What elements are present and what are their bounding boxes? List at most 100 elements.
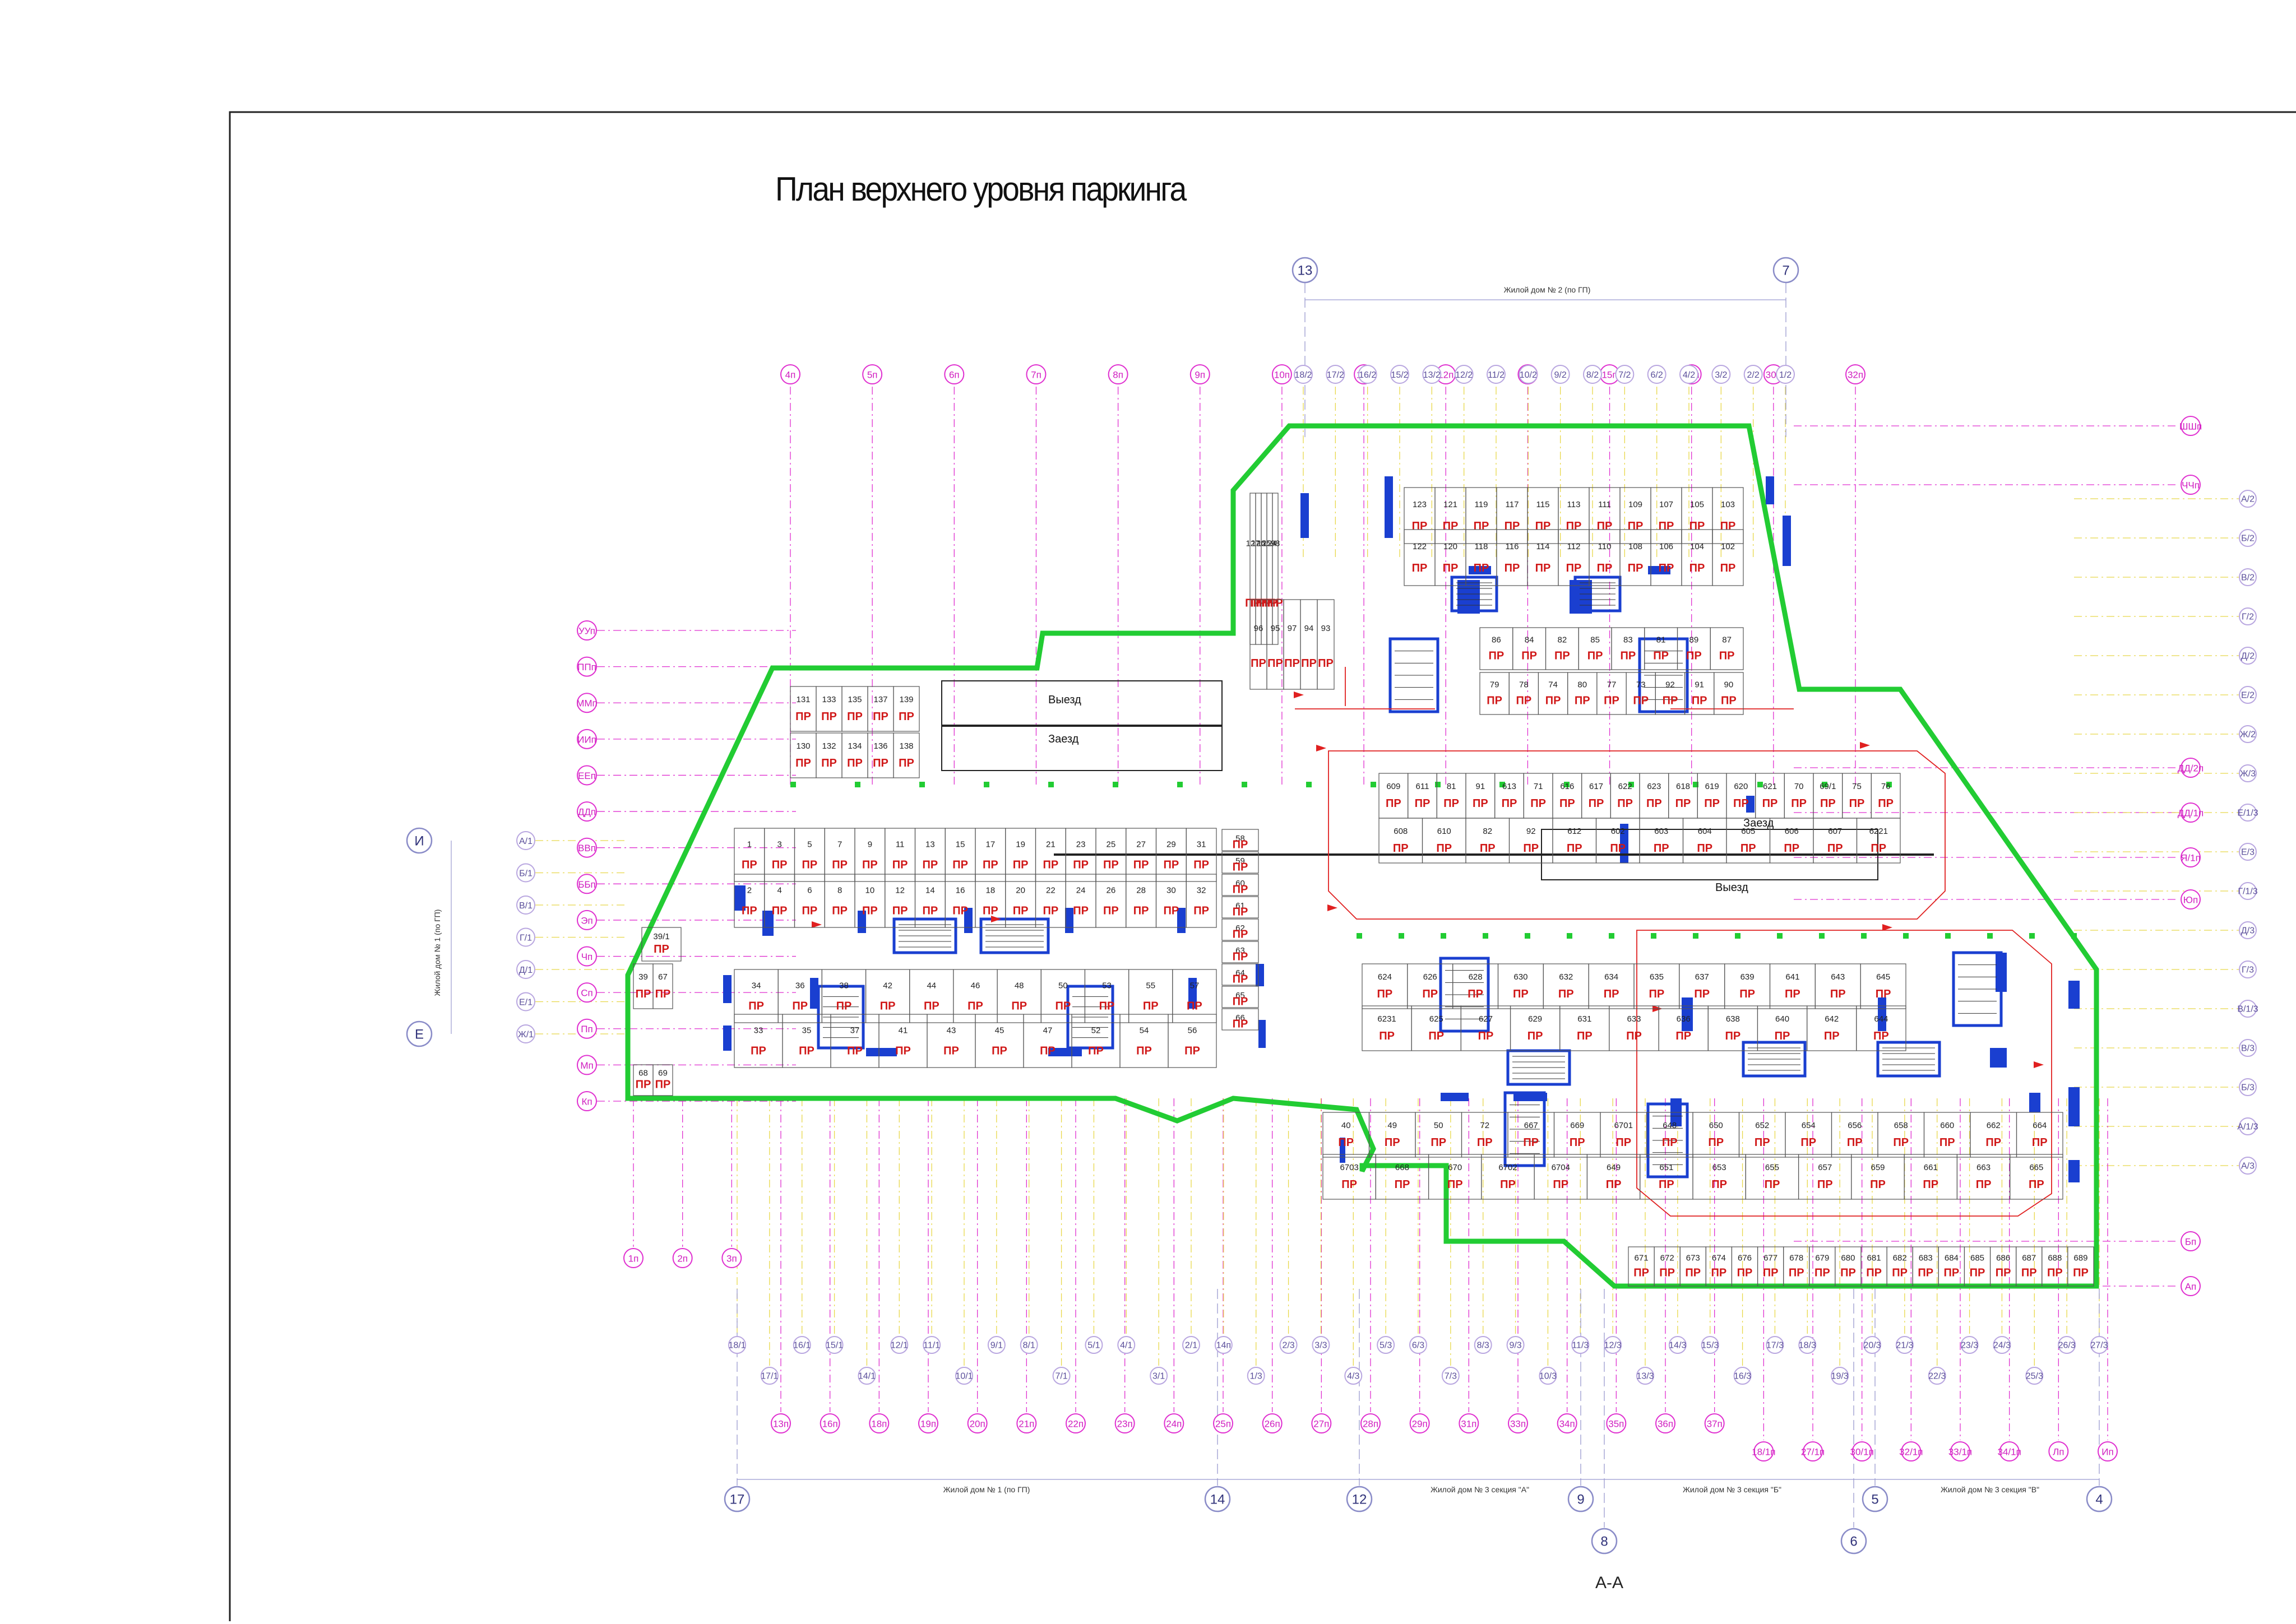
spot-pr-label: ПР: [1395, 1178, 1410, 1191]
axis-bubble: [2058, 1336, 2076, 1354]
spot-number: 650: [1709, 1121, 1723, 1130]
spot-pr-label: ПР: [1193, 904, 1209, 917]
spot-pr-label: ПР: [751, 1045, 766, 1057]
axis-label: Сп: [581, 988, 592, 999]
spot-number: 50: [1434, 1121, 1443, 1130]
axis-bubble: [1360, 1413, 1381, 1433]
spot-outline: [854, 828, 886, 882]
axis-label: 16/3: [1734, 1372, 1751, 1381]
axis-marker-bottom-13п: 13п: [771, 1413, 791, 1433]
axis-label: Чп: [581, 952, 593, 962]
axis-bubble: [2181, 802, 2201, 823]
axis-label: 23/3: [1961, 1341, 1978, 1351]
spot-number: 107: [1659, 500, 1673, 509]
axis-bubble: [516, 863, 535, 883]
spot-pr-label: ПР: [1103, 904, 1119, 917]
axis-label: 3/1: [1152, 1372, 1165, 1381]
axis-bubble: [406, 1020, 433, 1047]
axis-bubble: [1557, 1413, 1577, 1433]
spot-pr-label: ПР: [1233, 838, 1248, 851]
column-marker: [855, 782, 860, 787]
axis-marker-bottom-Лп: Лп: [2048, 1441, 2069, 1461]
spot-number: 611: [1416, 782, 1429, 791]
spot-outline: [821, 969, 867, 1023]
axis-bubble: [728, 1336, 746, 1354]
spot-pr-label: ПР: [1689, 562, 1705, 574]
spot-pr-label: ПР: [1256, 597, 1272, 610]
spot-outline: [1465, 487, 1497, 544]
spot-number: 93: [1321, 624, 1331, 633]
spot-number: 16: [956, 885, 965, 895]
axis-bubble: [1441, 1367, 1460, 1385]
spot-number: 116: [1506, 542, 1519, 551]
stair-core: [1742, 1041, 1807, 1078]
axis-label: 26п: [1265, 1418, 1280, 1429]
column-marker: [1628, 782, 1634, 787]
spot-pr-label: ПР: [836, 1000, 852, 1012]
axis-bubble: [1247, 1367, 1265, 1385]
parking-spot-39/1: 39/1ПР: [641, 927, 682, 962]
spot-pr-label: ПР: [983, 904, 998, 917]
spot-pr-label: ПР: [1662, 1136, 1678, 1149]
spot-pr-label: ПР: [1719, 649, 1735, 662]
spot-outline: [1851, 1154, 1905, 1200]
spot-number: 608: [1394, 827, 1408, 836]
spot-pr-label: ПР: [1566, 562, 1582, 574]
axis-label: В/3: [2241, 1044, 2255, 1054]
spot-number: 90: [1724, 680, 1734, 689]
spot-outline: [1368, 1112, 1416, 1158]
axis-bubble: [2239, 1078, 2257, 1096]
spot-number: 30: [1166, 885, 1176, 895]
spot-number: 77: [1607, 680, 1617, 689]
axis-marker-bottom-7/1: 7/1: [1052, 1367, 1071, 1385]
axis-bubble: [1052, 1367, 1071, 1385]
axis-bubble: [1539, 1367, 1557, 1385]
spot-outline: [1769, 963, 1816, 1009]
spot-number: 24: [1076, 885, 1086, 895]
spot-pr-label: ПР: [1567, 842, 1582, 855]
spot-number: 625: [1429, 1014, 1443, 1024]
spot-number: 635: [1650, 972, 1664, 982]
axis-label: 4: [2095, 1492, 2103, 1507]
axis-bubble: [760, 1367, 779, 1385]
route-arrow: [1294, 692, 1304, 698]
axis-marker-bottom-11/1: 11/1: [923, 1336, 941, 1354]
spot-pr-label: ПР: [1814, 1267, 1830, 1279]
spot-number: 106: [1659, 542, 1673, 551]
spot-number: 8: [837, 885, 842, 895]
spot-number: 117: [1506, 500, 1519, 509]
axis-bubble: [577, 874, 597, 894]
spot-number: 676: [1738, 1254, 1752, 1263]
spot-number: 83: [1623, 635, 1633, 644]
axis-marker-bottom-18/1п: 18/1п: [1752, 1441, 1775, 1461]
axis-bubble: [1567, 1486, 1594, 1512]
axis-label: 13/2: [1423, 370, 1441, 380]
axis-marker-bottom-3п: 3п: [721, 1248, 742, 1268]
axis-label: 11/3: [1572, 1341, 1589, 1351]
axis-label: 18/1п: [1752, 1446, 1775, 1457]
spot-number: 43: [947, 1026, 956, 1035]
axis-bubble: [825, 1336, 844, 1354]
spot-pr-label: ПР: [1659, 520, 1674, 532]
spot-pr-label: ПР: [795, 711, 811, 723]
axis-bubble: [1312, 1336, 1330, 1354]
spot-pr-label: ПР: [1708, 1136, 1724, 1149]
spot-pr-label: ПР: [1847, 1136, 1863, 1149]
axis-marker-left-ББп: ББп: [577, 874, 597, 894]
axis-label: 5: [1871, 1492, 1878, 1507]
spot-outline: [1639, 818, 1684, 864]
